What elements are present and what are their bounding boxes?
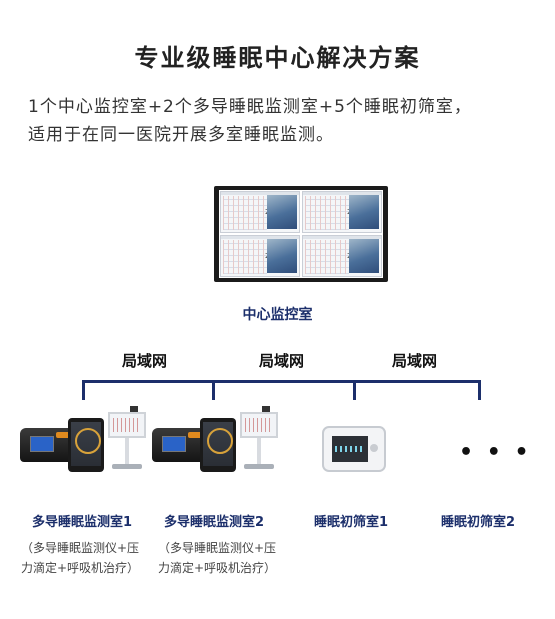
network-label: 局域网 [259, 352, 305, 370]
room-note: 力滴定+呼吸机治疗） [21, 561, 140, 575]
psg-monitor-device [200, 418, 236, 472]
video-thumbnail [267, 195, 297, 229]
network-drop-line [212, 380, 215, 400]
ventilator-device [20, 428, 74, 462]
intro-line-2: 适用于在同一医院开展多室睡眠监测。 [28, 125, 334, 145]
screening-device [322, 426, 386, 472]
room-label: 睡眠初筛室1 [314, 515, 389, 530]
network-drop-line [82, 380, 85, 400]
intro-line-1: 1个中心监控室+2个多导睡眠监测室+5个睡眠初筛室， [28, 97, 472, 117]
monitor-screen: 2 2 2 2 [219, 190, 383, 278]
monitor-pane: 2 [220, 235, 300, 277]
video-thumbnail [349, 239, 379, 273]
network-label: 局域网 [392, 352, 438, 370]
monitor-pane: 2 [302, 191, 382, 233]
ventilator-device [152, 428, 206, 462]
workstation-cart [106, 406, 148, 470]
room-label: 多导睡眠监测室2 [164, 515, 265, 530]
psg-device-group [20, 402, 146, 482]
room-label: 多导睡眠监测室1 [32, 515, 133, 530]
psg-monitor-device [68, 418, 104, 472]
network-label: 局域网 [122, 352, 168, 370]
network-drop-line [478, 380, 481, 400]
network-drop-line [353, 380, 356, 400]
room-label: 睡眠初筛室2 [441, 515, 516, 530]
network-bus-line [82, 380, 481, 383]
ellipsis: • • • [459, 440, 532, 465]
video-thumbnail [349, 195, 379, 229]
monitor-pane: 2 [302, 235, 382, 277]
video-thumbnail [267, 239, 297, 273]
workstation-cart [238, 406, 280, 470]
monitor-pane: 2 [220, 191, 300, 233]
room-note: （多导睡眠监测仪+压 [158, 541, 277, 555]
page-title: 专业级睡眠中心解决方案 [134, 44, 421, 72]
room-note: 力滴定+呼吸机治疗） [158, 561, 277, 575]
psg-device-group [152, 402, 278, 482]
center-room-label: 中心监控室 [242, 307, 313, 323]
room-note: （多导睡眠监测仪+压 [21, 541, 140, 555]
